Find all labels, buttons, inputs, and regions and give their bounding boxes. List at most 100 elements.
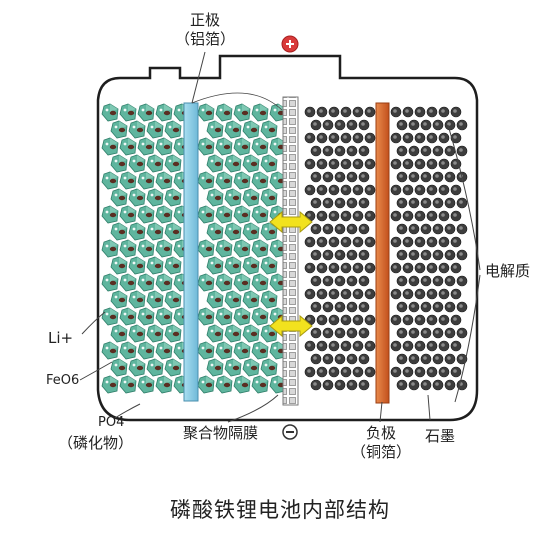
lfp-crystal	[233, 239, 251, 258]
graphite-particle	[408, 353, 420, 365]
graphite-particle	[358, 249, 370, 261]
graphite-particle	[310, 379, 322, 391]
graphite-particle	[352, 262, 364, 274]
graphite-particle	[340, 236, 352, 248]
graphite-particle	[414, 106, 426, 118]
graphite-particle	[390, 184, 402, 196]
graphite-particle	[322, 249, 334, 261]
positive-electrode-label: 正极	[189, 11, 221, 29]
graphite-particle	[444, 353, 456, 365]
graphite-particle	[352, 288, 364, 300]
graphite-particle	[414, 366, 426, 378]
graphite-particle	[432, 249, 444, 261]
graphite-particle	[408, 275, 420, 287]
negative-copper-foil	[375, 102, 390, 404]
graphite-particle	[432, 197, 444, 209]
graphite-particle	[396, 379, 408, 391]
graphite-particle	[328, 262, 340, 274]
lfp-crystal	[128, 256, 146, 275]
lfp-crystal	[233, 137, 251, 156]
lfp-crystal	[215, 307, 233, 326]
graphite-particle	[402, 366, 414, 378]
positive-foil-label: （铝箔）	[174, 30, 236, 48]
graphite-particle	[414, 210, 426, 222]
lfp-crystal	[146, 324, 164, 343]
graphite-particle	[432, 353, 444, 365]
graphite-particle	[316, 262, 328, 274]
graphite-particle	[334, 223, 346, 235]
graphite-particle	[364, 184, 376, 196]
lfp-crystal	[128, 154, 146, 173]
graphite-particle	[450, 340, 462, 352]
graphite-particle	[390, 236, 402, 248]
lfp-crystal	[110, 188, 128, 207]
graphite-particle	[328, 340, 340, 352]
graphite-particle	[450, 210, 462, 222]
electrolyte-label: 电解质	[485, 262, 531, 280]
graphite-particle	[334, 145, 346, 157]
lfp-crystal	[224, 290, 242, 309]
lfp-crystal	[164, 188, 182, 207]
lfp-crystal	[233, 103, 251, 122]
lfp-crystal	[269, 239, 287, 258]
graphite-label: 石墨	[425, 427, 456, 445]
lfp-crystal	[137, 239, 155, 258]
graphite-particle	[438, 158, 450, 170]
lfp-crystal	[119, 375, 137, 394]
graphite-particle	[364, 314, 376, 326]
graphite-particle	[456, 301, 468, 313]
lfp-crystal	[251, 205, 269, 224]
graphite-particle	[334, 171, 346, 183]
lfp-crystal	[146, 290, 164, 309]
lfp-crystal	[155, 341, 173, 360]
lfp-crystal	[206, 154, 224, 173]
lfp-crystal	[260, 358, 278, 377]
graphite-particle	[316, 340, 328, 352]
graphite-particle	[456, 197, 468, 209]
graphite-particle	[438, 184, 450, 196]
phosphide-label: （磷化物）	[58, 434, 134, 452]
graphite-particle	[310, 275, 322, 287]
graphite-particle	[328, 366, 340, 378]
graphite-particle	[438, 340, 450, 352]
graphite-particle	[304, 236, 316, 248]
graphite-particle	[450, 106, 462, 118]
lfp-crystal	[155, 239, 173, 258]
graphite-particle	[444, 301, 456, 313]
graphite-particle	[340, 314, 352, 326]
graphite-particle	[420, 379, 432, 391]
lfp-crystal	[146, 358, 164, 377]
graphite-particle	[408, 119, 420, 131]
graphite-particle	[396, 353, 408, 365]
graphite-particle	[364, 106, 376, 118]
lfp-crystal	[101, 137, 119, 156]
graphite-particle	[414, 184, 426, 196]
graphite-particle	[414, 340, 426, 352]
graphite-particle	[390, 366, 402, 378]
lfp-crystal	[251, 137, 269, 156]
po4-label: PO4	[98, 415, 125, 430]
graphite-particle	[328, 288, 340, 300]
lfp-crystal	[206, 324, 224, 343]
graphite-particle	[426, 366, 438, 378]
graphite-particle	[304, 366, 316, 378]
graphite-particle	[334, 119, 346, 131]
graphite-particle	[304, 106, 316, 118]
graphite-particle	[364, 288, 376, 300]
graphite-particle	[340, 210, 352, 222]
graphite-particle	[340, 288, 352, 300]
lfp-crystal	[110, 324, 128, 343]
graphite-particle	[310, 145, 322, 157]
graphite-particle	[322, 301, 334, 313]
lfp-crystal	[242, 120, 260, 139]
lfp-crystal	[128, 222, 146, 241]
graphite-particle	[322, 379, 334, 391]
lithium-ion-arrow-upper	[269, 210, 313, 234]
graphite-particle	[420, 301, 432, 313]
graphite-particle	[340, 366, 352, 378]
graphite-particle	[322, 119, 334, 131]
graphite-particle	[334, 353, 346, 365]
graphite-particle	[358, 223, 370, 235]
graphite-particle	[414, 288, 426, 300]
graphite-particle	[364, 158, 376, 170]
